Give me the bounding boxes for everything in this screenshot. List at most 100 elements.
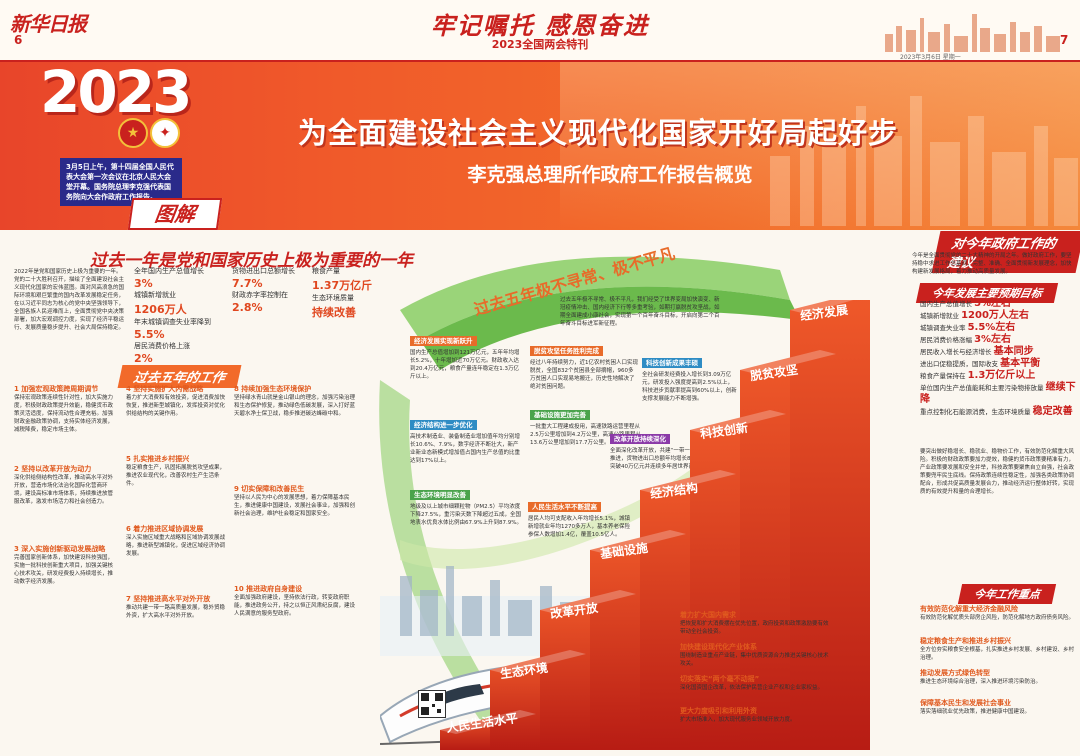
national-emblem-icon: ★	[118, 118, 148, 148]
targets-list: 国内生产总值增长 5%左右 城镇新增就业 1200万人左右 城镇调查失业率 5.…	[920, 298, 1076, 418]
list-item: 推动发展方式绿色转型	[920, 669, 990, 677]
box-livelihood: 人民生活水平不断提高 居民人均可支配收入年均增长5.1%，城镇新增就业年均127…	[528, 502, 630, 538]
box-infra: 基础设施更加完善 一批重大工程建成投用，高速铁路运营里程从2.5万公里增加到4.…	[530, 410, 641, 446]
box-tech: 科技创新成果丰硕 全社会研发经费投入增长到3.09万亿元，研发投入强度提高到2.…	[642, 358, 737, 402]
item-body: 深化供给侧结构性改革，推动高水平对外开放，营造市场化法治化国际化营商环境，建设高…	[14, 475, 114, 505]
work-items-col-b: 有效防范化解重大经济金融风险 有效防范化解优质头部房企风险，防范化解地方政府债务…	[920, 605, 1075, 715]
target-row: 国内生产总值增长 5%左右	[920, 298, 1012, 309]
five-year-intro: 过去五年极不寻常、极不平凡，我们经受了世界变局加快演变、新冠疫情冲击、国内经济下…	[560, 297, 720, 327]
box-title: 科技创新成果丰硕	[642, 358, 702, 368]
past-year-body: 2022年是党和国家历史上极为重要的一年。党的二十大胜利召开，描绘了全面建设社会…	[14, 269, 124, 331]
item-body: 推动共建一带一路高质量发展，稳外贸稳外资，扩大高水平对外开放。	[126, 605, 226, 619]
items-col-b: 4 坚持实施扩大内需战略 着力扩大消费和有效投资，促进消费加快恢复，推进新型城镇…	[126, 384, 230, 744]
newspaper-name: 新华日报	[10, 12, 87, 36]
staircase-graphic	[440, 300, 870, 750]
city-skyline-decoration	[885, 14, 1060, 52]
stat-label: 年末城镇调查失业率降到	[134, 318, 211, 326]
step-label-7: 脱贫攻坚	[749, 362, 799, 384]
qr-code-icon	[418, 690, 446, 718]
stat-value: 7.7%	[232, 277, 263, 290]
page-subtitle: 李克强总理所作政府工作报告概览	[467, 164, 753, 186]
target-row: 居民消费价格涨幅 3%左右	[920, 334, 1012, 345]
list-item: 1 加强宏观政策跨周期调节	[14, 385, 99, 393]
items-col-a: 1 加强宏观政策跨周期调节 保持宏观政策连续性针对性，加大实施力度，积极财政政策…	[14, 384, 118, 744]
hero-glow	[560, 62, 1080, 230]
box-title: 生态环境明显改善	[410, 490, 470, 500]
list-item: 加快建设现代化产业体系	[680, 643, 757, 651]
hero-skyline-icon	[770, 96, 1078, 226]
stat-label: 城镇新增就业	[134, 291, 176, 299]
box-title: 脱贫攻坚任务胜利完成	[530, 346, 603, 356]
suggestions-intro: 今年是全面贯彻党的二十大精神的开局之年。做好政府工作，要坚持稳中求进工作总基调，…	[912, 253, 1072, 275]
npc-emblem-icon: ✦	[150, 118, 180, 148]
step-label-5: 经济结构	[649, 480, 699, 502]
stat-label: 粮食产量	[312, 267, 340, 275]
list-item: 6 着力推进区域协调发展	[126, 525, 204, 533]
box-poverty: 脱贫攻坚任务胜利完成 经过八年持续努力，近1亿农村贫困人口实现脱贫，全国832个…	[530, 346, 638, 390]
list-item: 保障基本民生和发展社会事业	[920, 699, 1011, 707]
tujie-label: 图解	[127, 198, 223, 230]
box-structure: 经济结构进一步优化 高技术制造业、装备制造业增加值年均分别增长10.6%、7.9…	[410, 420, 521, 464]
list-item: 有效防范化解重大经济金融风险	[920, 605, 1018, 613]
stat-value: 1.37万亿斤	[312, 279, 373, 292]
list-item: 稳定粮食生产和推进乡村振兴	[920, 637, 1011, 645]
target-row: 粮食产量保持在 1.3万亿斤以上	[920, 370, 1036, 381]
item-body: 稳定粮食生产，巩固拓展脱贫攻坚成果，推进农业现代化，改善农村生产生活条件。	[126, 465, 226, 487]
stats-col-2: 货物进出口总额增长 7.7% 财政赤字率控制在 2.8%	[232, 266, 312, 314]
item-body: 保持宏观政策连续性针对性，加大实施力度，积极财政政策提升效能，稳健货币政策灵活适…	[14, 395, 114, 433]
box-title: 经济结构进一步优化	[410, 420, 477, 430]
item-body: 坚持以人民为中心的发展思想，着力保障基本民生，推进健康中国建设，发展社会事业，加…	[234, 495, 356, 517]
list-item: 4 坚持实施扩大内需战略	[126, 385, 204, 393]
item-body: 着力扩大消费和有效投资，促进消费加快恢复，推进新型城镇化，发挥投资对优化供给结构…	[126, 395, 226, 417]
work-focus-ribbon: 今年工作重点	[957, 584, 1057, 604]
target-row: 单位国内生产总值能耗和主要污染物排放量 继续下降	[920, 382, 1076, 405]
stat-value: 持续改善	[312, 306, 356, 319]
item-body: 坚持绿水青山就是金山银山的理念，加强污染治理和生态保护修复，推动绿色低碳发展，深…	[234, 395, 356, 417]
target-row: 居民收入增长与经济增长 基本同步	[920, 346, 1034, 357]
box-economy: 经济发展实现新跃升 国内生产总值增加到121万亿元，五年年均增长5.2%，十年增…	[410, 336, 520, 380]
policy-body: 要突出做好稳增长、稳就业、稳物价工作，有效防范化解重大风险。积极的财政政策要加力…	[920, 449, 1075, 495]
list-item: 10 推进政府自身建设	[234, 585, 303, 593]
stat-value: 2%	[134, 352, 153, 365]
step-label-4: 基础设施	[599, 540, 649, 562]
stat-label: 财政赤字率控制在	[232, 291, 288, 299]
list-item: 3 深入实施创新驱动发展战略	[14, 545, 106, 553]
list-item: 着力扩大国内需求	[680, 611, 736, 619]
stat-label: 货物进出口总额增长	[232, 267, 295, 275]
item-body: 深入实施区域重大战略和区域协调发展战略，推进新型城镇化，促进区域经济协调发展。	[126, 535, 226, 557]
edition-label: 2023全国两会特刊	[491, 38, 589, 51]
page-title: 为全面建设社会主义现代化国家开好局起好步	[297, 116, 898, 150]
item-body: 全面加强政府建设，坚持依法行政，转变政府职能，推进政务公开，持之以恒正风肃纪反腐…	[234, 595, 356, 617]
slogan: 牢记嘱托 感恩奋进	[430, 11, 650, 40]
box-title: 经济发展实现新跃升	[410, 336, 477, 346]
list-item: 7 坚持推进高水平对外开放	[126, 595, 211, 603]
stat-label: 居民消费价格上涨	[134, 342, 190, 350]
step-label-1: 人民生活水平	[445, 711, 519, 735]
list-item: 5 扎实推进乡村振兴	[126, 455, 190, 463]
items-col-c: 8 持续加强生态环境保护 坚持绿水青山就是金山银山的理念，加强污染治理和生态保护…	[234, 384, 358, 744]
box-title: 人民生活水平不断提高	[528, 502, 601, 512]
list-item: 更大力度吸引和利用外资	[680, 707, 757, 715]
item-body: 完善国家创新体系，加快建设科技强国，实施一批科技创新重大项目，加强关键核心技术攻…	[14, 555, 114, 585]
stat-value: 3%	[134, 277, 153, 290]
stat-value: 5.5%	[134, 328, 165, 341]
target-row: 重点控制化石能源消费，生态环境质量 稳定改善	[920, 406, 1073, 417]
box-title: 基础设施更加完善	[530, 410, 590, 420]
stat-value: 1206万人	[134, 303, 187, 316]
step-label-6: 科技创新	[699, 420, 749, 442]
list-item: 8 持续加强生态环境保护	[234, 385, 312, 393]
step-label-8: 经济发展	[799, 302, 849, 324]
list-item: 9 切实保障和改善民生	[234, 485, 305, 493]
target-row: 城镇新增就业 1200万人左右	[920, 310, 1029, 321]
box-reform: 改革开放持续深化 全面深化改革开放，共建“一带一路”扎实推进，货物进出口总额年均…	[610, 434, 710, 470]
box-ecology: 生态环境明显改善 地级及以上城市细颗粒物（PM2.5）平均浓度下降27.5%，重…	[410, 490, 522, 526]
page-number-right: 7	[1060, 33, 1069, 47]
stat-label: 全年国内生产总值增长	[134, 267, 204, 275]
stats-col-3: 粮食产量 1.37万亿斤 生态环境质量 持续改善	[312, 266, 402, 320]
step-label-2: 生态环境	[499, 660, 549, 682]
past-year-heading: 过去一年是党和国家历史上极为重要的一年	[90, 251, 413, 271]
target-row: 城镇调查失业率 5.5%左右	[920, 322, 1016, 333]
list-item: 2 坚持以改革开放为动力	[14, 465, 92, 473]
stats-col-1: 全年国内生产总值增长 3% 城镇新增就业 1206万人 年末城镇调查失业率降到 …	[134, 266, 234, 365]
step-label-3: 改革开放	[549, 600, 599, 622]
